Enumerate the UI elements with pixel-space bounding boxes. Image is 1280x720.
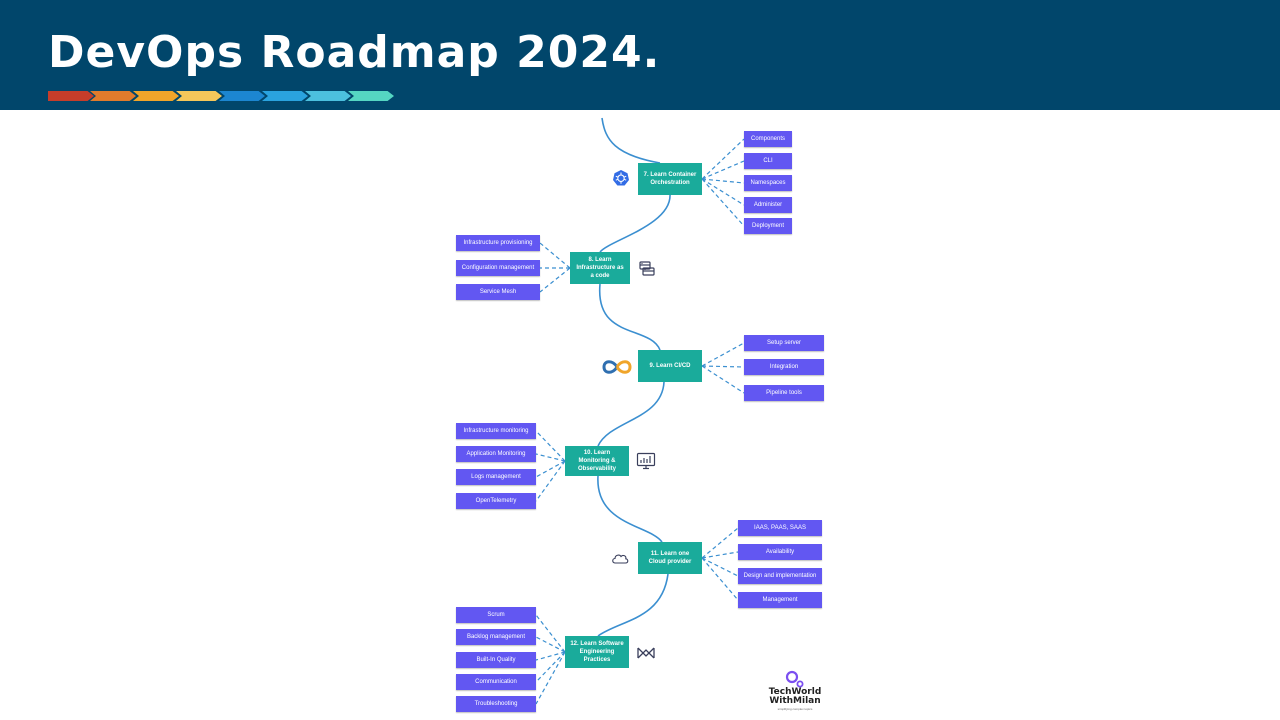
leaf-namespaces[interactable]: Namespaces (744, 175, 792, 191)
roadmap-step-10[interactable]: 10. Learn Monitoring & Observability (565, 446, 629, 476)
leaf-connector (701, 551, 739, 559)
leaf-connector (535, 651, 566, 705)
leaf-pipeline-tools[interactable]: Pipeline tools (744, 385, 824, 401)
leaf-connector (535, 430, 566, 462)
page-title: DevOps Roadmap 2024. (48, 27, 661, 78)
main-path-segment (599, 193, 671, 253)
leaf-deployment[interactable]: Deployment (744, 218, 792, 234)
leaf-connector (539, 267, 571, 293)
techworld-logo: TechWorld WithMilan simplifying complex … (764, 670, 826, 714)
leaf-integration[interactable]: Integration (744, 359, 824, 375)
chevron-3 (133, 91, 179, 101)
leaf-built-in-quality[interactable]: Built-In Quality (456, 652, 536, 668)
leaf-configuration-management[interactable]: Configuration management (456, 260, 540, 276)
leaf-connector (701, 178, 745, 227)
leaf-availability[interactable]: Availability (738, 544, 822, 560)
leaf-backlog-management[interactable]: Backlog management (456, 629, 536, 645)
brand-name: TechWorld WithMilan (764, 688, 826, 706)
leaf-cli[interactable]: CLI (744, 153, 792, 169)
leaf-infrastructure-provisioning[interactable]: Infrastructure provisioning (456, 235, 540, 251)
chevron-8 (348, 91, 394, 101)
leaf-connector (701, 342, 745, 367)
brand-mark-icon (785, 670, 804, 688)
leaf-connector (701, 527, 739, 559)
brand-name-line1: TechWorld (768, 687, 822, 697)
leaf-infrastructure-monitoring[interactable]: Infrastructure monitoring (456, 423, 536, 439)
header-banner: DevOps Roadmap 2024. (0, 0, 1280, 110)
leaf-connector (701, 160, 745, 180)
leaf-connector (535, 614, 566, 653)
leaf-logs-management[interactable]: Logs management (456, 469, 536, 485)
leaf-connector (701, 557, 739, 577)
roadmap-step-7[interactable]: 7. Learn Container Orchestration (638, 163, 702, 195)
infrastructure-icon (639, 261, 655, 276)
main-path-segment (599, 283, 661, 351)
roadmap-step-8[interactable]: 8. Learn Infrastructure as a code (570, 252, 630, 284)
roadmap-step-11[interactable]: 11. Learn one Cloud provider (638, 542, 702, 574)
brand-name-line2: WithMilan (769, 696, 821, 706)
leaf-application-monitoring[interactable]: Application Monitoring (456, 446, 536, 462)
chevron-2 (90, 91, 136, 101)
leaf-connector (539, 242, 571, 269)
leaf-connector (701, 557, 739, 601)
kubernetes-icon (613, 170, 629, 186)
leaf-management[interactable]: Management (738, 592, 822, 608)
main-path-segment (601, 117, 661, 164)
leaf-connector (701, 365, 745, 394)
leaf-connector (535, 651, 566, 661)
leaf-troubleshooting[interactable]: Troubleshooting (456, 696, 536, 712)
leaf-connector (535, 460, 566, 478)
bowtie-icon (637, 647, 655, 659)
brand-tagline: simplifying complex topics (777, 707, 813, 711)
chevron-7 (305, 91, 351, 101)
infinity-icon (602, 360, 632, 374)
chevron-6 (262, 91, 308, 101)
leaf-opentelemetry[interactable]: OpenTelemetry (456, 493, 536, 509)
leaf-scrum[interactable]: Scrum (456, 607, 536, 623)
monitor-chart-icon (636, 452, 656, 470)
leaf-connector (535, 460, 566, 502)
leaf-design-and-implementation[interactable]: Design and implementation (738, 568, 822, 584)
leaf-iaas-paas-saas[interactable]: IAAS, PAAS, SAAS (738, 520, 822, 536)
leaf-administer[interactable]: Administer (744, 197, 792, 213)
main-path-segment (597, 573, 669, 637)
leaf-connector (701, 178, 745, 184)
chevron-1 (48, 91, 94, 101)
leaf-connector (535, 636, 566, 653)
leaf-setup-server[interactable]: Setup server (744, 335, 824, 351)
leaf-connector (701, 365, 745, 368)
leaf-connector (535, 453, 566, 462)
leaf-components[interactable]: Components (744, 131, 792, 147)
progress-chevrons (48, 91, 394, 101)
leaf-service-mesh[interactable]: Service Mesh (456, 284, 540, 300)
leaf-connector (701, 138, 745, 180)
chevron-5 (219, 91, 265, 101)
main-path-segment (597, 381, 665, 447)
cloud-icon (612, 554, 629, 564)
main-path-segment (597, 475, 663, 543)
leaf-communication[interactable]: Communication (456, 674, 536, 690)
leaf-connector (701, 178, 745, 206)
roadmap-step-12[interactable]: 12. Learn Software Engineering Practices (565, 636, 629, 668)
chevron-4 (176, 91, 222, 101)
roadmap-step-9[interactable]: 9. Learn CI/CD (638, 350, 702, 382)
